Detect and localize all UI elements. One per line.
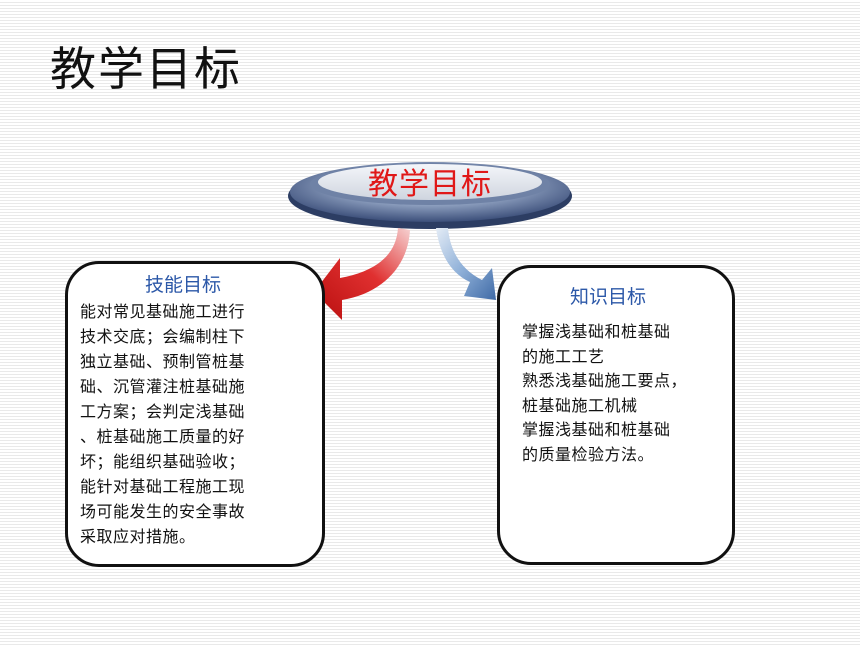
- knowledge-objectives-text: 掌握浅基础和桩基础 的施工工艺 熟悉浅基础施工要点， 桩基础施工机械 掌握浅基础…: [522, 322, 688, 464]
- knowledge-objectives-box: 知识目标 掌握浅基础和桩基础 的施工工艺 熟悉浅基础施工要点， 桩基础施工机械 …: [497, 265, 735, 565]
- skill-objectives-box: 技能目标 能对常见基础施工进行 技术交底；会编制柱下 独立基础、预制管桩基 础、…: [65, 261, 325, 567]
- slide-title: 教学目标: [50, 42, 242, 96]
- center-disc: [288, 162, 572, 229]
- skill-objectives-text: 能对常见基础施工进行 技术交底；会编制柱下 独立基础、预制管桩基 础、沉管灌注桩…: [80, 302, 246, 546]
- knowledge-objectives-heading: 知识目标: [569, 286, 646, 308]
- center-label: 教学目标: [368, 167, 492, 202]
- arrow-to-skill: [314, 228, 410, 320]
- arrow-to-knowledge: [436, 228, 496, 300]
- skill-objectives-heading: 技能目标: [144, 274, 221, 296]
